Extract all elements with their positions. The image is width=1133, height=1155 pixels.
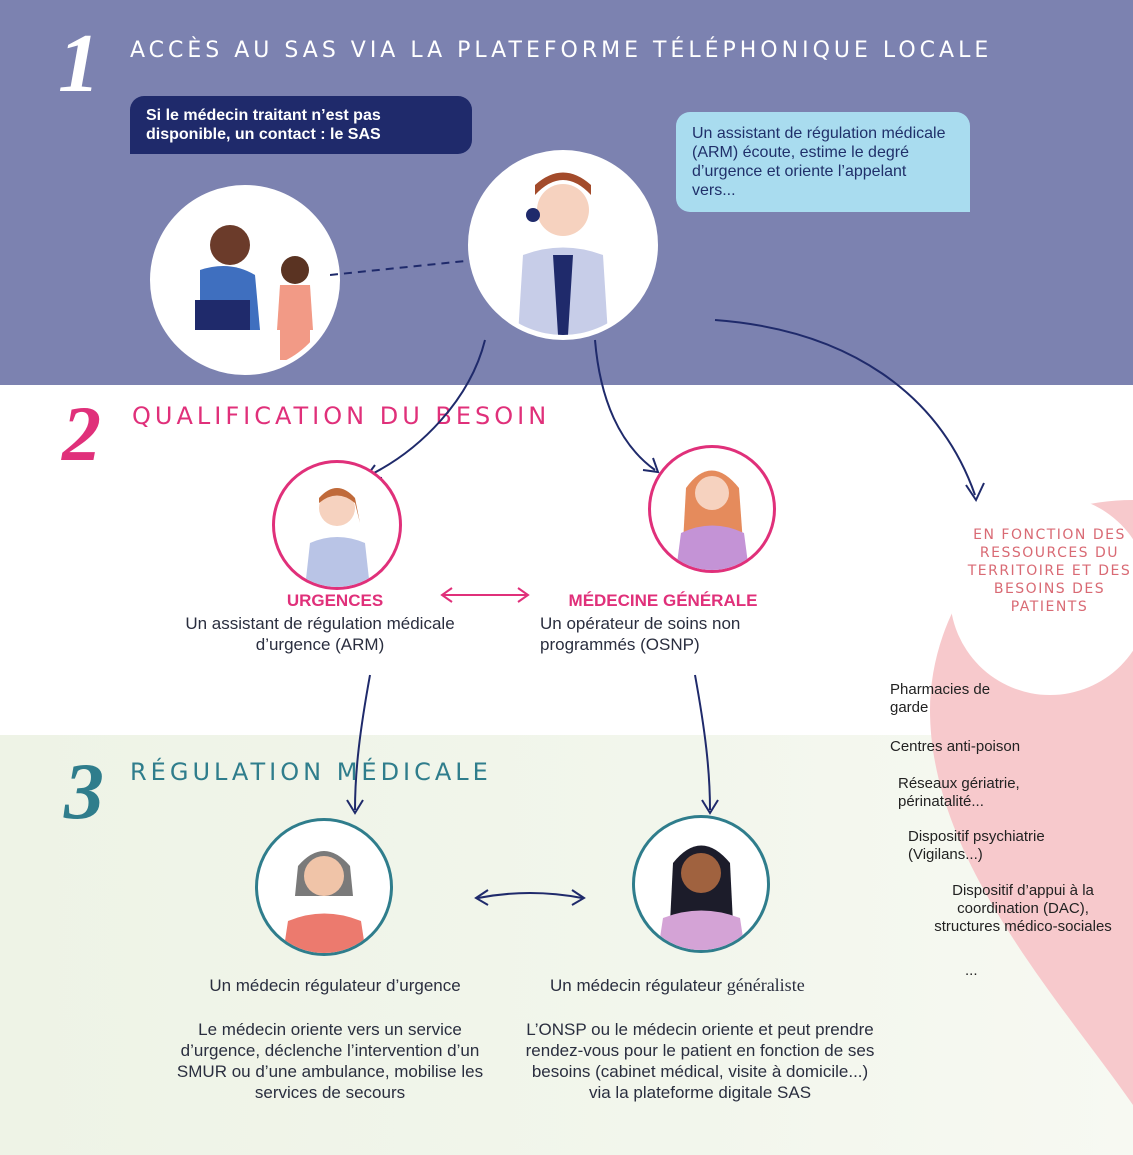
step1-bubble-right: Un assistant de régulation médicale (ARM… [676, 112, 970, 212]
doctor-generalist-illustration [632, 815, 770, 953]
step3-right-title: Un médecin régulateur [550, 976, 722, 995]
pin-heading-circle [950, 495, 1133, 695]
pin-item-reseaux: Réseaux gériatrie, périnatalité... [898, 775, 1020, 810]
osnp-illustration [648, 445, 776, 573]
step3-number: 3 [64, 748, 104, 836]
step2-right-text: Un opérateur de soins non programmés (OS… [540, 614, 741, 654]
arrow-to-pin [714, 319, 985, 503]
step3-left-text: Le médecin oriente vers un service d’urg… [176, 1020, 484, 1102]
step3-right-title-extra: généraliste [726, 975, 805, 995]
pin-heading: EN FONCTION DES RESSOURCES DU TERRITOIRE… [967, 527, 1132, 615]
double-arrow-step2 [440, 587, 530, 603]
doctor-urgence-illustration [255, 818, 393, 956]
step3-title: RÉGULATION MÉDICALE [130, 758, 492, 786]
double-arrow-step3 [474, 889, 586, 906]
arm-urgence-illustration [272, 460, 402, 590]
step3-right-text: L’ONSP ou le médecin oriente et peut pre… [525, 1020, 875, 1102]
patient-mother-child-illustration [150, 185, 340, 375]
step2-right-label: MÉDECINE GÉNÉRALE [568, 591, 758, 610]
step2-title: QUALIFICATION DU BESOIN [132, 402, 551, 430]
step3-right-title-line: Un médecin régulateur généraliste [550, 975, 920, 996]
step3-band [0, 735, 1133, 1155]
step2-left-label: URGENCES [286, 591, 384, 610]
pin-item-ellipsis: ... [965, 962, 978, 979]
pin-item-pharmacies: Pharmacies de garde [890, 681, 991, 716]
step2-left-text: Un assistant de régulation médicale d’ur… [185, 614, 455, 654]
arm-operator-illustration [468, 150, 658, 340]
step2-number: 2 [62, 390, 101, 477]
pin-item-psychiatrie: Dispositif psychiatrie (Vigilans...) [908, 828, 1045, 863]
dashed-connector [330, 259, 476, 276]
step1-number: 1 [58, 17, 100, 110]
arrows-to-step3 [346, 674, 719, 815]
step3-left-title: Un médecin régulateur d’urgence [209, 976, 461, 995]
pin-item-antipoison: Centres anti-poison [890, 738, 1021, 755]
pin-item-dac: Dispositif d’appui à la coordination (DA… [934, 882, 1112, 935]
step1-title: ACCÈS AU SAS VIA LA PLATEFORME TÉLÉPHONI… [130, 38, 993, 63]
step1-bubble-left: Si le médecin traitant n’est pas disponi… [130, 96, 472, 154]
